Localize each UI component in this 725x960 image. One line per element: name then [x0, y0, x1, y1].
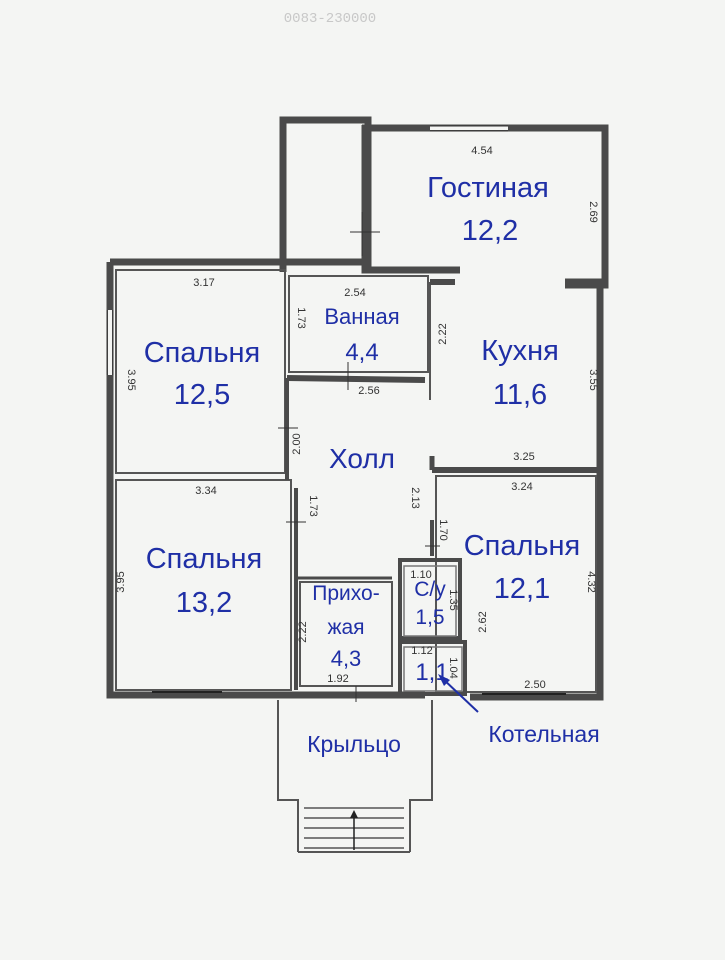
room-hall-name: Холл — [329, 443, 395, 474]
dim-label: 2.13 — [409, 487, 421, 508]
dim-label: 1.73 — [295, 307, 307, 328]
windows — [106, 125, 566, 695]
room-wc-name: С/у — [414, 578, 446, 601]
dim-label: 2.62 — [477, 611, 489, 632]
room-living-name: Гостиная — [427, 172, 549, 204]
dim-label: 3.95 — [115, 571, 127, 592]
room-labels: Гостиная 12,2 Ванная 4,4 Кухня 11,6 Спал… — [144, 172, 600, 757]
dim-label: 1.35 — [447, 589, 459, 610]
dim-label: 4.32 — [585, 571, 597, 592]
room-living-area: 12,2 — [462, 215, 518, 247]
dim-label: 1.12 — [411, 645, 432, 657]
room-boiler-area: 1,1 — [415, 659, 448, 686]
door-markers — [278, 212, 440, 702]
room-bedroom2-name: Спальня — [146, 543, 263, 575]
dim-label: 2.50 — [524, 679, 545, 691]
room-bedroom3-name: Спальня — [464, 530, 581, 562]
dim-label: 2.22 — [437, 323, 449, 344]
room-wc-area: 1,5 — [415, 606, 444, 629]
dim-label: 1.10 — [410, 569, 431, 581]
dim-label: 3.55 — [587, 369, 599, 390]
dim-label: 2.56 — [358, 385, 379, 397]
room-kitchen-area: 11,6 — [493, 379, 547, 411]
room-bedroom2-area: 13,2 — [176, 587, 232, 619]
room-bedroom1-area: 12,5 — [174, 379, 230, 411]
room-boiler-callout: Котельная — [488, 721, 599, 747]
room-bedroom1-name: Спальня — [144, 337, 261, 369]
room-entry-name-2: жая — [327, 616, 364, 639]
dim-label: 1.04 — [447, 657, 459, 678]
dim-label: 4.54 — [471, 145, 492, 157]
dim-label: 2.69 — [587, 201, 599, 222]
callout-arrow — [441, 677, 479, 713]
dim-label: 3.34 — [195, 485, 216, 497]
dim-label: 3.17 — [193, 277, 214, 289]
room-entry-name-1: Прихо- — [312, 582, 379, 605]
dim-label: 2.00 — [291, 433, 303, 454]
dim-label: 2.54 — [344, 287, 365, 299]
header-stamp: 0083-230000 — [284, 11, 376, 27]
room-bedroom3-area: 12,1 — [494, 573, 550, 605]
dim-label: 1.73 — [307, 495, 319, 516]
room-bath-name: Ванная — [324, 304, 399, 329]
arrow-head-icon — [350, 810, 358, 818]
dim-label: 1.92 — [327, 673, 348, 685]
dim-label: 3.25 — [513, 451, 534, 463]
dim-label: 3.95 — [125, 369, 137, 390]
dim-label: 1.70 — [437, 519, 449, 540]
room-entry-area: 4,3 — [331, 646, 362, 671]
dim-label: 2.22 — [297, 621, 309, 642]
interior-walls — [115, 269, 600, 696]
room-porch-name: Крыльцо — [307, 731, 401, 757]
room-kitchen-name: Кухня — [481, 335, 559, 367]
porch — [277, 700, 433, 853]
dimension-labels: 4.54 2.69 3.17 2.54 1.73 2.22 3.95 2.56 … — [115, 145, 599, 691]
dim-label: 3.24 — [511, 481, 532, 493]
callout-arrow-head-icon — [438, 674, 450, 686]
room-bath-area: 4,4 — [345, 339, 378, 366]
